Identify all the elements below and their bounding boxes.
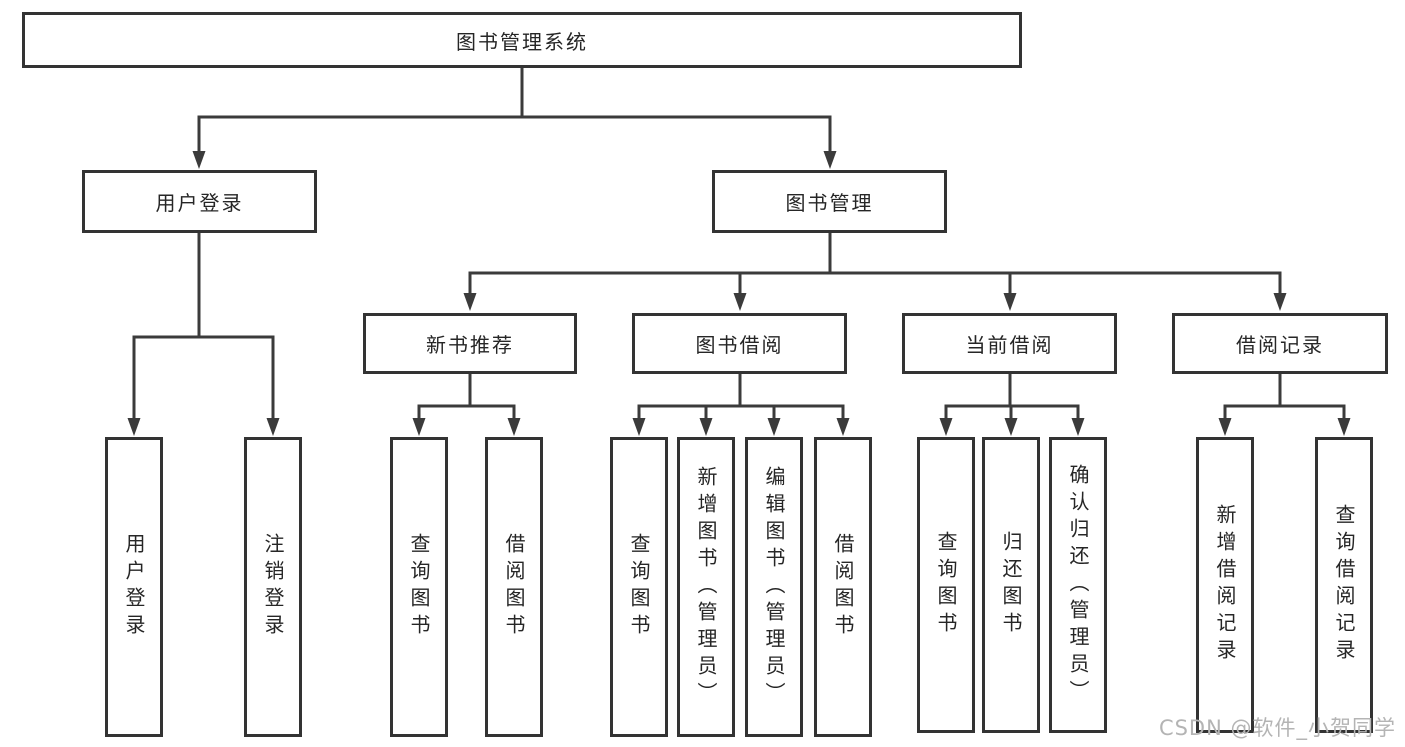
csdn-watermark: CSDN @软件_小贺同学 — [1158, 716, 1396, 740]
node-borrow-records: 借阅记录 — [1172, 313, 1388, 374]
connector-current-borrow-to-leaves — [944, 374, 1080, 420]
leaf-current-query-books: 查询图书 — [917, 437, 975, 733]
leaf-borrow-books: 借阅图书 — [814, 437, 872, 737]
leaf-edit-books-admin: 编辑图书（管理员） — [745, 437, 803, 737]
leaf-add-books-admin: 新增图书（管理员） — [677, 437, 735, 737]
connector-user-login-to-leaves — [132, 233, 275, 420]
leaf-user-login: 用户登录 — [105, 437, 163, 737]
leaf-return-books: 归还图书 — [982, 437, 1040, 733]
leaf-borrow-query-books: 查询图书 — [610, 437, 668, 737]
node-root-system: 图书管理系统 — [22, 12, 1022, 68]
connector-book-mgmt-to-level3 — [468, 233, 1282, 295]
leaf-newbooks-borrow-books: 借阅图书 — [485, 437, 543, 737]
node-book-management: 图书管理 — [712, 170, 947, 233]
node-current-borrow: 当前借阅 — [902, 313, 1117, 374]
connector-book-borrow-to-leaves — [637, 374, 845, 420]
leaf-newbooks-query-books: 查询图书 — [390, 437, 448, 737]
leaf-add-borrow-record: 新增借阅记录 — [1196, 437, 1254, 733]
node-book-borrow: 图书借阅 — [632, 313, 847, 374]
connector-borrow-records-to-leaves — [1223, 374, 1346, 420]
connector-root-to-level2 — [197, 68, 832, 153]
node-user-login: 用户登录 — [82, 170, 317, 233]
leaf-query-borrow-record: 查询借阅记录 — [1315, 437, 1373, 733]
leaf-confirm-return-admin: 确认归还（管理员） — [1049, 437, 1107, 733]
arrowheads — [127, 151, 1351, 436]
connector-new-books-to-leaves — [417, 374, 516, 420]
leaf-logout: 注销登录 — [244, 437, 302, 737]
node-new-book-recommend: 新书推荐 — [363, 313, 577, 374]
